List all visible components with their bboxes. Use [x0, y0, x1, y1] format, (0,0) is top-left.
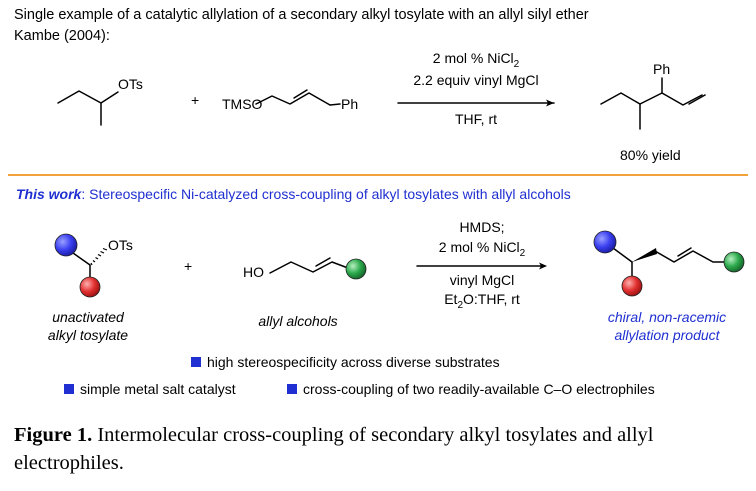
substrate-caption-line-2: alkyl tosylate	[47, 327, 129, 343]
yield-label: 80% yield	[620, 147, 681, 163]
bottom-ots-label: OTs	[108, 237, 133, 253]
tmso-label: TMSO	[222, 96, 263, 112]
plus-sign-bottom: +	[184, 258, 193, 274]
substrate-ots-label: OTs	[118, 76, 143, 92]
figure-label: Figure 1.	[14, 424, 93, 446]
product-green-sphere	[723, 251, 745, 273]
allyl-alcohol-double	[315, 257, 331, 267]
product-double-bond	[688, 94, 706, 105]
hashed-wedge	[90, 247, 108, 266]
product-chain-double	[677, 247, 692, 257]
product-caption-line-2: allylation product	[614, 327, 720, 343]
bottom-condition-3: vinyl MgCl	[449, 272, 515, 288]
product-caption-line-1: chiral, non-racemic	[607, 309, 727, 325]
product-skeleton	[600, 92, 703, 106]
bottom-condition-1: HMDS;	[459, 219, 505, 235]
figure-caption: Figure 1. Intermolecular cross-coupling …	[14, 421, 749, 477]
sphere-bond-top	[72, 252, 91, 266]
bullet-square-icon	[64, 384, 74, 394]
top-condition-3: THF, rt	[455, 111, 497, 127]
substrate-caption-line-1: unactivated	[52, 309, 124, 325]
product-red-sphere	[621, 275, 643, 297]
product-chain	[654, 250, 727, 263]
plus-sign-top: +	[191, 92, 200, 108]
allyl-ether-skeleton	[255, 92, 331, 106]
allyl-ether-phenyl-bond	[329, 103, 341, 106]
top-condition-2: 2.2 equiv vinyl MgCl	[413, 72, 539, 88]
substrate-red-sphere	[79, 276, 101, 298]
substrate-skeleton	[57, 90, 119, 104]
bottom-condition-2: 2 mol % NiCl2	[438, 239, 526, 259]
product-sphere-bond-top	[612, 247, 633, 263]
allyl-ether-double	[293, 89, 308, 99]
product-phenyl-label: Ph	[653, 61, 671, 77]
bottom-arrowhead	[539, 262, 547, 270]
heading-line-2: Kambe (2004):	[14, 28, 110, 44]
heading-line-1: Single example of a catalytic allylation…	[14, 7, 589, 23]
top-condition-1: 2 mol % NiCl2	[432, 50, 520, 70]
substrate-blue-sphere	[54, 233, 78, 257]
this-work-text: : Stereospecific Ni-catalyzed cross-coup…	[81, 186, 571, 202]
allyl-alcohol-skeleton	[269, 261, 349, 274]
top-arrowhead	[546, 99, 554, 107]
phenyl-label-top: Ph	[341, 96, 359, 112]
bullet-catalyst: simple metal salt catalyst	[64, 382, 236, 396]
bullet-square-icon	[287, 384, 297, 394]
product-bold-wedge	[632, 248, 657, 262]
this-work-label: This work	[16, 186, 82, 202]
product-blue-sphere	[593, 230, 617, 254]
alcohol-green-sphere	[345, 258, 367, 280]
figure-caption-text: Intermolecular cross-coupling of seconda…	[14, 424, 654, 474]
this-work-line: This work: Stereospecific Ni-catalyzed c…	[16, 187, 571, 201]
bottom-condition-4: Et2O:THF, rt	[444, 291, 520, 311]
ho-label: HO	[243, 264, 264, 280]
bullet-stereospecificity: high stereospecificity across diverse su…	[191, 355, 500, 369]
alcohol-caption: allyl alcohols	[258, 313, 338, 329]
bullet-square-icon	[191, 357, 201, 367]
bullet-cross-coupling: cross-coupling of two readily-available …	[287, 382, 655, 396]
